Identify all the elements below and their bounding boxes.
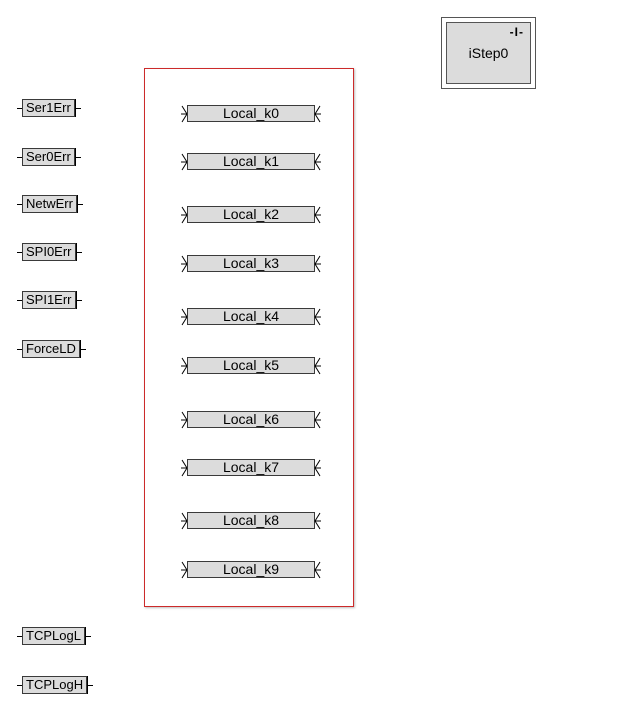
local-tag-k0[interactable]: Local_k0	[181, 104, 323, 124]
local-tag-k5[interactable]: Local_k5	[181, 356, 323, 376]
local-tag-label: Local_k1	[187, 153, 315, 170]
input-tag-netwerr[interactable]: NetwErr	[17, 195, 83, 213]
input-tag-label: NetwErr	[22, 195, 77, 213]
connector-out-icon	[314, 206, 321, 224]
input-tag-label: Ser1Err	[22, 99, 75, 117]
local-tag-label: Local_k5	[187, 357, 315, 374]
local-tag-label: Local_k0	[187, 105, 315, 122]
local-tag-label: Local_k3	[187, 255, 315, 272]
input-tag-ser1err[interactable]: Ser1Err	[17, 99, 81, 117]
input-tag-spi1err[interactable]: SPI1Err	[17, 291, 82, 309]
selection-rectangle	[144, 68, 354, 607]
connector-out-icon	[314, 512, 321, 530]
input-tag-tcplogl[interactable]: TCPLogL	[17, 627, 91, 645]
local-tag-label: Local_k8	[187, 512, 315, 529]
input-tag-tcplogh[interactable]: TCPLogH	[17, 676, 94, 694]
local-tag-k9[interactable]: Local_k9	[181, 560, 323, 580]
local-tag-k8[interactable]: Local_k8	[181, 511, 323, 531]
input-tag-label: TCPLogL	[22, 627, 85, 645]
connector-out-icon	[314, 357, 321, 375]
local-tag-k2[interactable]: Local_k2	[181, 205, 323, 225]
input-tag-spi0err[interactable]: SPI0Err	[17, 243, 82, 261]
local-tag-k1[interactable]: Local_k1	[181, 152, 323, 172]
local-tag-label: Local_k7	[187, 459, 315, 476]
step-block-label: iStep0	[468, 45, 509, 61]
input-tag-label: Ser0Err	[22, 148, 75, 166]
local-tag-label: Local_k6	[187, 411, 315, 428]
input-tag-ser0err[interactable]: Ser0Err	[17, 148, 81, 166]
local-tag-label: Local_k4	[187, 308, 315, 325]
input-tag-label: TCPLogH	[22, 676, 88, 694]
step-block[interactable]: -I- iStep0	[441, 17, 536, 89]
local-tag-k4[interactable]: Local_k4	[181, 307, 323, 327]
connector-out-icon	[314, 561, 321, 579]
connector-out-icon	[314, 153, 321, 171]
local-tag-k7[interactable]: Local_k7	[181, 458, 323, 478]
input-tag-label: ForceLD	[22, 340, 80, 358]
local-tag-k6[interactable]: Local_k6	[181, 410, 323, 430]
connector-out-icon	[314, 105, 321, 123]
input-tag-label: SPI1Err	[22, 291, 76, 309]
input-tag-forceld[interactable]: ForceLD	[17, 340, 86, 358]
step-marker-icon: -I-	[509, 25, 524, 39]
local-tag-label: Local_k9	[187, 561, 315, 578]
connector-out-icon	[314, 411, 321, 429]
connector-out-icon	[314, 255, 321, 273]
local-tag-label: Local_k2	[187, 206, 315, 223]
input-tag-label: SPI0Err	[22, 243, 76, 261]
local-tag-k3[interactable]: Local_k3	[181, 254, 323, 274]
connector-out-icon	[314, 308, 321, 326]
connector-out-icon	[314, 459, 321, 477]
step-block-body: -I- iStep0	[446, 22, 531, 84]
